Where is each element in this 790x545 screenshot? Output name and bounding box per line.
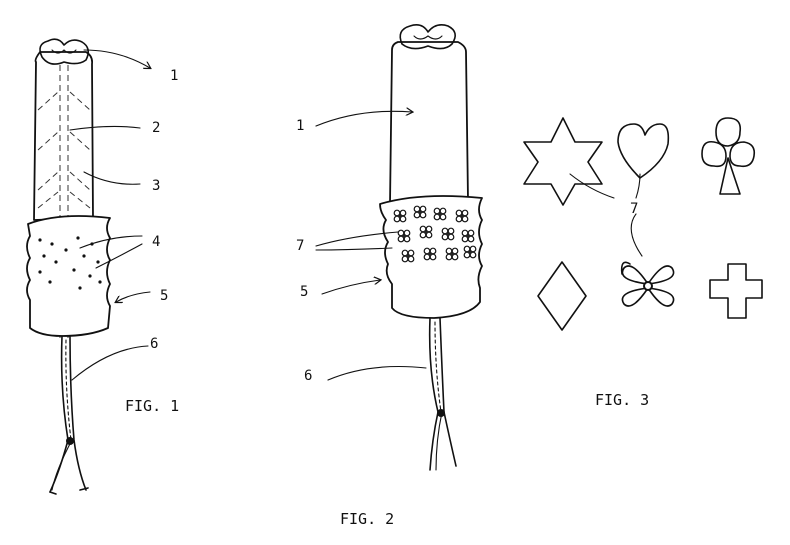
fig2-flower-motif: [423, 247, 437, 261]
fig2-flower-motif: [401, 249, 415, 263]
fig3-caption: FIG. 3: [595, 391, 649, 409]
flower-shape: [620, 261, 675, 307]
club-shape: [701, 117, 756, 195]
fig2-label-5: 5: [300, 284, 308, 300]
fig2-label-1: 1: [296, 118, 304, 134]
fig1-sleeve-dots: [38, 236, 102, 290]
fig1-label-5: 5: [160, 288, 168, 304]
fig2-flower-motif: [413, 205, 427, 219]
fig2-label-6: 6: [304, 368, 312, 384]
fig1-label-3: 3: [152, 178, 160, 194]
fig3-leaders: [569, 173, 643, 257]
fig1-label-6: 6: [150, 336, 158, 352]
fig2-top-cap: [399, 24, 456, 50]
fig1-label-1: 1: [170, 68, 178, 84]
figure-3: 7 FIG. 3: [523, 117, 763, 409]
fig2-tampon-body: [389, 41, 469, 205]
heart-shape: [617, 123, 670, 179]
fig2-string: [428, 317, 457, 471]
fig1-string-knot: [66, 437, 74, 445]
fig1-tampon-body: [33, 51, 94, 221]
cross-shape: [709, 263, 763, 319]
fig2-flower-pattern: [393, 205, 477, 263]
fig2-caption: FIG. 2: [340, 510, 394, 528]
fig1-leaders: [69, 49, 150, 381]
diamond-shape: [537, 261, 587, 331]
fig2-flower-motif: [455, 209, 469, 223]
fig2-flower-motif: [397, 229, 411, 243]
fig2-flower-motif: [441, 227, 455, 241]
fig1-label-2: 2: [152, 120, 160, 136]
fig2-flower-motif: [445, 247, 459, 261]
fig2-string-knot: [437, 409, 445, 417]
fig1-top-cap: [39, 38, 90, 65]
figure-1: 1 2 3 4 5 6 FIG. 1: [26, 38, 179, 495]
fig2-flower-motif: [461, 229, 475, 243]
fig1-chevron-lines: [37, 91, 91, 209]
fig2-label-7: 7: [296, 238, 304, 254]
star-shape: [523, 117, 603, 206]
fig3-label-7: 7: [630, 201, 638, 217]
fig2-flower-motif: [393, 209, 407, 223]
fig1-string: [49, 335, 89, 495]
fig2-flower-motif: [419, 225, 433, 239]
fig2-leaders: [315, 111, 427, 381]
fig1-sleeve: [26, 215, 111, 337]
fig1-label-4: 4: [152, 234, 160, 250]
fig1-caption: FIG. 1: [125, 397, 179, 415]
fig2-flower-motif: [433, 207, 447, 221]
figure-2: 1 7 5 6 FIG. 2: [296, 24, 483, 528]
fig2-flower-motif: [463, 245, 477, 259]
